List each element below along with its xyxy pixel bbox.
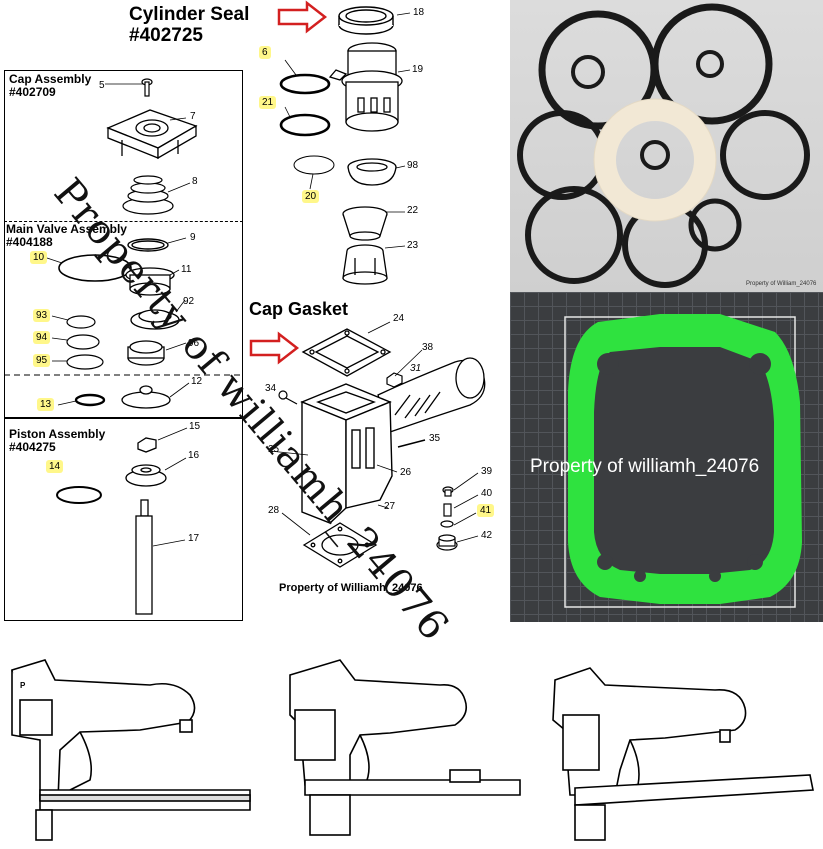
piston-assembly-box <box>4 418 243 621</box>
oring-part-93 <box>66 315 96 329</box>
nailer-drawing-3 <box>552 667 814 841</box>
cap-gasket-heading: Cap Gasket <box>249 299 349 319</box>
red-arrow-cap-gasket <box>249 331 300 365</box>
cap-assembly-box <box>4 70 243 222</box>
callout-34: 34 <box>265 383 277 394</box>
callout-20: 20 <box>302 190 320 203</box>
callout-39: 39 <box>481 466 493 477</box>
callout-31: 31 <box>410 363 422 374</box>
callout-11: 11 <box>181 264 192 275</box>
callout-7: 7 <box>190 111 196 122</box>
callout-15: 15 <box>189 421 201 432</box>
orings-photo-shapes <box>517 3 810 288</box>
callout-25: 25 <box>268 444 280 455</box>
part-23 <box>342 244 388 285</box>
cylinder-seal-heading: Cylinder Seal#402725 <box>129 4 250 46</box>
callout-22: 22 <box>407 205 419 216</box>
callout-41: 41 <box>477 504 495 517</box>
screw-part-34 <box>278 390 298 405</box>
nailer-drawing-2 <box>289 659 521 836</box>
callout-26: 26 <box>400 467 412 478</box>
orings-photo-property-label: Property of William_24076 <box>746 281 817 287</box>
brand-logo-1: P <box>20 681 26 690</box>
cap-assembly-title: Cap Assembly#402709 <box>9 72 92 99</box>
cap-gasket-part-24 <box>301 328 392 377</box>
callout-6: 6 <box>259 46 271 59</box>
callout-95: 95 <box>33 354 51 367</box>
handle-part-31 <box>377 357 486 433</box>
ring-part-9 <box>127 238 169 252</box>
part-22 <box>342 206 388 241</box>
callout-92: 92 <box>183 296 195 307</box>
callout-38: 38 <box>422 342 434 353</box>
gasket-part-28 <box>302 522 378 568</box>
callout-12: 12 <box>191 376 203 387</box>
disc-part-20 <box>293 155 335 175</box>
part-98 <box>347 158 397 186</box>
main-valve-assembly-title: Main Valve Assembly#404188 <box>6 222 127 249</box>
callout-35: 35 <box>429 433 441 444</box>
housing-part-25 <box>300 383 393 524</box>
callout-27: 27 <box>384 501 396 512</box>
callout-23: 23 <box>407 240 419 251</box>
callout-8: 8 <box>192 176 198 187</box>
callout-96: 96 <box>188 338 200 349</box>
gasket-property-label: Property of williamh_24076 <box>530 456 760 477</box>
piston-assembly-title: Piston Assembly#404275 <box>9 427 106 454</box>
spring-part-8 <box>122 175 174 215</box>
callout-28: 28 <box>268 505 280 516</box>
oring-part-21 <box>279 113 331 137</box>
callout-98: 98 <box>407 160 419 171</box>
oring-part-6 <box>279 73 331 95</box>
callout-10: 10 <box>30 251 48 264</box>
callout-94: 94 <box>33 331 51 344</box>
center-exploded-drawing <box>249 0 486 568</box>
callout-9: 9 <box>190 232 196 243</box>
oring-part-95 <box>66 354 104 370</box>
oring-part-10 <box>58 254 132 282</box>
callout-19: 19 <box>412 64 424 75</box>
valve-part-11 <box>125 267 180 330</box>
pin-part-35 <box>397 439 426 448</box>
nut-part-15 <box>137 437 157 453</box>
callout-42: 42 <box>481 530 493 541</box>
plug-parts-39-42 <box>436 486 458 551</box>
cap-part-12 <box>121 385 171 409</box>
callout-18: 18 <box>413 7 425 18</box>
cap-gasket-photo <box>564 314 802 608</box>
piston-part-16 <box>125 464 167 487</box>
callout-5: 5 <box>99 80 105 91</box>
callout-24: 24 <box>393 313 405 324</box>
valve-part-96 <box>127 340 165 366</box>
cylinder-part-19 <box>328 42 403 132</box>
seal-part-18 <box>338 6 394 35</box>
callout-21: 21 <box>259 96 277 109</box>
callout-40: 40 <box>481 488 493 499</box>
cylinder-seal-photo <box>594 99 716 221</box>
callout-13: 13 <box>37 398 55 411</box>
diagram-property-label: Property of Williamh_24076 <box>279 582 423 594</box>
callout-17: 17 <box>188 533 200 544</box>
oring-part-94 <box>66 334 100 350</box>
callout-14: 14 <box>46 460 64 473</box>
screw-part-5 <box>141 78 153 97</box>
cap-assembly-drawing <box>4 78 241 615</box>
callout-16: 16 <box>188 450 200 461</box>
callout-93: 93 <box>33 309 51 322</box>
driver-part-17 <box>135 499 153 615</box>
nailer-drawing-1: P <box>11 659 251 841</box>
nut-part-38 <box>386 372 403 388</box>
oring-part-14 <box>56 486 102 504</box>
red-arrow-cylinder-seal <box>277 0 328 34</box>
oring-part-13 <box>74 393 106 407</box>
